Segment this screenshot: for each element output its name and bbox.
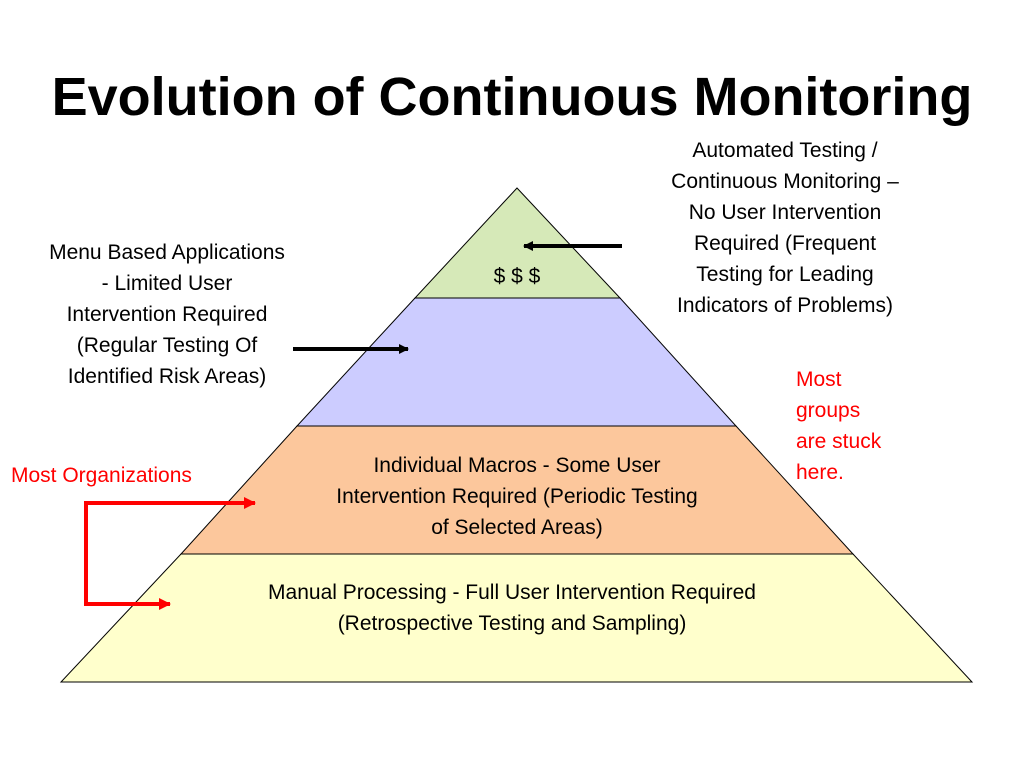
callout-line: - Limited User bbox=[101, 272, 233, 295]
callout-line: groups bbox=[796, 399, 861, 422]
callout-line: Automated Testing / bbox=[692, 139, 878, 162]
tier-third-label-line: Intervention Required (Periodic Testing bbox=[336, 485, 698, 508]
tier-top-label: $ $ $ bbox=[437, 261, 597, 292]
tier-bottom-label-line: Manual Processing - Full User Interventi… bbox=[268, 581, 756, 604]
pyramid-tier-top bbox=[413, 187, 622, 299]
callout-line: (Regular Testing Of bbox=[76, 334, 258, 357]
callout-most-organizations: Most Organizations bbox=[11, 460, 251, 491]
callout-line: Testing for Leading bbox=[696, 263, 874, 286]
callout-line: are stuck bbox=[796, 430, 882, 453]
callout-line: Most bbox=[796, 368, 842, 391]
callout-line: Intervention Required bbox=[66, 303, 268, 326]
callout-line: No User Intervention bbox=[688, 201, 882, 224]
page-title: Evolution of Continuous Monitoring bbox=[51, 67, 973, 127]
callout-line: Menu Based Applications bbox=[49, 241, 285, 264]
callout-line: Identified Risk Areas) bbox=[67, 365, 267, 388]
callout-most-groups: Most groups are stuck here. bbox=[796, 364, 936, 488]
callout-line: Required (Frequent bbox=[693, 232, 877, 255]
callout-menu-based: Menu Based Applications - Limited User I… bbox=[14, 237, 320, 392]
tier-top-label-line: $ $ $ bbox=[493, 265, 541, 288]
tier-bottom-label-line: (Retrospective Testing and Sampling) bbox=[337, 612, 687, 635]
tier-third-label: Individual Macros - Some User Interventi… bbox=[267, 450, 767, 543]
tier-bottom-label: Manual Processing - Full User Interventi… bbox=[187, 577, 837, 639]
callout-line: here. bbox=[796, 461, 844, 484]
tier-third-label-line: of Selected Areas) bbox=[431, 516, 603, 539]
tier-third-label-line: Individual Macros - Some User bbox=[373, 454, 661, 477]
callout-line: Indicators of Problems) bbox=[677, 294, 893, 317]
callout-line: Continuous Monitoring – bbox=[671, 170, 899, 193]
callout-automated-testing: Automated Testing / Continuous Monitorin… bbox=[632, 135, 938, 321]
callout-line: Most Organizations bbox=[11, 464, 192, 487]
